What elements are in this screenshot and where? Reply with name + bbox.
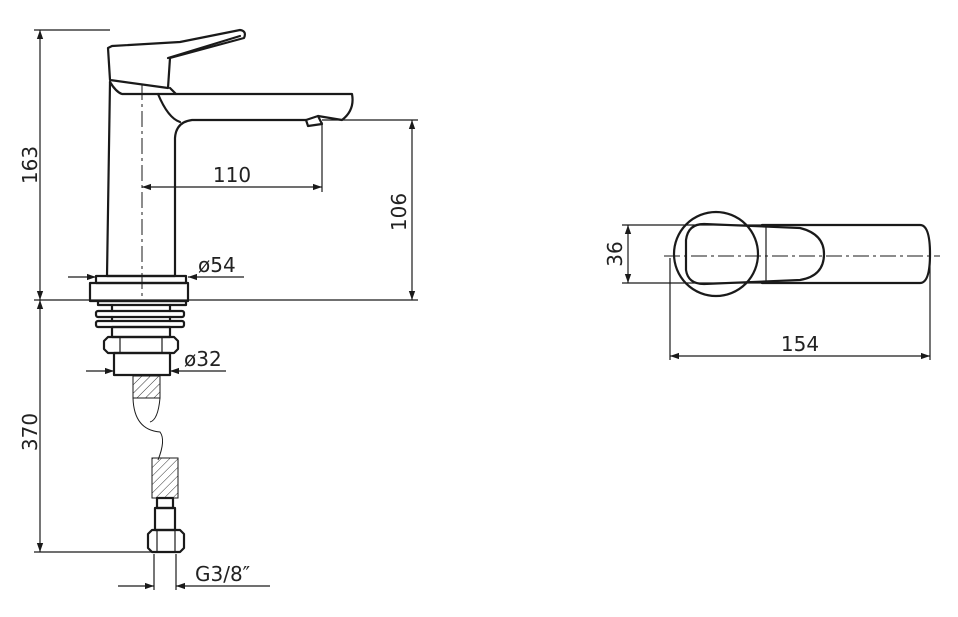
dim-hose-length: 370 bbox=[18, 413, 42, 451]
dim-spout-height: 106 bbox=[387, 193, 411, 231]
mounting-nut bbox=[102, 335, 180, 355]
dim-thread: G3/8″ bbox=[195, 562, 250, 586]
shank bbox=[112, 351, 172, 377]
dim-base-diameter: ø54 bbox=[198, 253, 236, 277]
aerator bbox=[304, 114, 324, 128]
dim-handle-width: 36 bbox=[603, 241, 627, 266]
dim-total-height: 163 bbox=[18, 146, 42, 184]
dim-top-length: 154 bbox=[781, 332, 819, 356]
flexible-hose bbox=[132, 375, 186, 554]
mounting-hardware bbox=[94, 303, 186, 377]
lever-top bbox=[684, 222, 826, 286]
top-view: 36 154 bbox=[603, 210, 940, 360]
side-view: 163 370 110 106 ø54 ø32 G3/8″ bbox=[18, 28, 418, 590]
hose-nut bbox=[146, 528, 186, 554]
spout-top bbox=[760, 223, 932, 285]
dim-shank-diameter: ø32 bbox=[184, 347, 222, 371]
base-circle bbox=[672, 210, 760, 298]
lever-handle bbox=[106, 28, 246, 90]
faucet-body bbox=[88, 28, 354, 307]
dim-spout-reach: 110 bbox=[213, 163, 251, 187]
